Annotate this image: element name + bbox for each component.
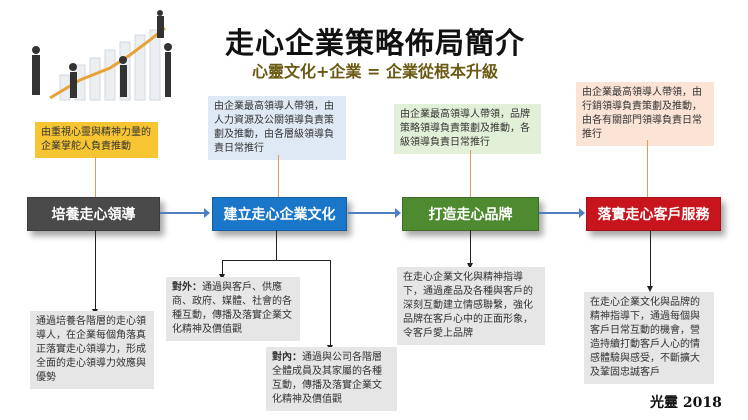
- top-note-service: 由企業最高領導人帶領，由行銷領導負責策劃及推動，由各有關部門領導負責日常推行: [576, 82, 714, 146]
- down-arrow: [92, 230, 98, 315]
- top-note-culture: 由企業最高領導人帶領，由人力資源及公關領導負責策劃及推動，由各層級領導負責日常推…: [208, 96, 346, 160]
- internal-label: 對內：: [272, 352, 302, 363]
- page-title: 走心企業策略佈局簡介: [225, 26, 526, 60]
- signature: 光靈 2018: [650, 395, 722, 411]
- external-text: 通過與客戶、供應商、政府、媒體、社會的各種互動，傳播及落實企業文化精神及價值觀: [172, 282, 292, 335]
- flow-arrow: [539, 208, 585, 218]
- top-note-leadership: 由重視心靈與精神力量的企業掌舵人負責推動: [35, 122, 158, 158]
- top-note-brand: 由企業最高領導人帶領，品牌策略領導負責策劃及推動，各級領導負責日常推行: [394, 104, 541, 154]
- down-arrow: [219, 260, 225, 280]
- bottom-note-internal: 對內：通過與公司各階層全體成員及其家屬的各種互動，傳播及落實企業文化精神及價值觀: [266, 347, 397, 411]
- connector-line: [95, 157, 96, 197]
- connector-line: [278, 155, 279, 197]
- flow-arrow: [160, 208, 210, 218]
- bottom-note-leadership: 通過培養各階層的走心領導人，在企業每個角落真正落實走心領導力，形成全面的走心領導…: [30, 311, 154, 389]
- bottom-note-external: 對外：通過與客戶、供應商、政府、媒體、社會的各種互動，傳播及落實企業文化精神及價…: [166, 277, 300, 341]
- connector-line: [470, 150, 471, 197]
- down-arrow: [647, 230, 653, 292]
- connector-line: [647, 140, 648, 197]
- node-culture: 建立走心企業文化: [212, 197, 347, 231]
- node-leadership: 培養走心領導: [27, 197, 160, 231]
- connector-line: [276, 230, 277, 260]
- internal-text: 通過與公司各階層全體成員及其家屬的各種互動，傳播及落實企業文化精神及價值觀: [272, 352, 382, 405]
- bottom-note-service: 在走心企業文化與品牌的精神指導下，通過每個與客戶日常互動的機會，營造持續打動客戶…: [584, 292, 714, 384]
- bottom-note-brand: 在走心企業文化與精神指導下，通過產品及各種與客戶的深刻互動建立情感聯繫，強化品牌…: [397, 267, 545, 345]
- node-service: 落實走心客戶服務: [586, 197, 721, 231]
- flow-arrow: [348, 208, 401, 218]
- business-people-growth-illustration: [32, 10, 172, 101]
- node-brand: 打造走心品牌: [402, 197, 539, 231]
- down-arrow: [327, 260, 333, 351]
- connector-line: [222, 260, 330, 261]
- page-subtitle: 心靈文化+企業 = 企業從根本升級: [252, 62, 498, 81]
- external-label: 對外：: [172, 282, 202, 293]
- down-arrow: [467, 230, 473, 269]
